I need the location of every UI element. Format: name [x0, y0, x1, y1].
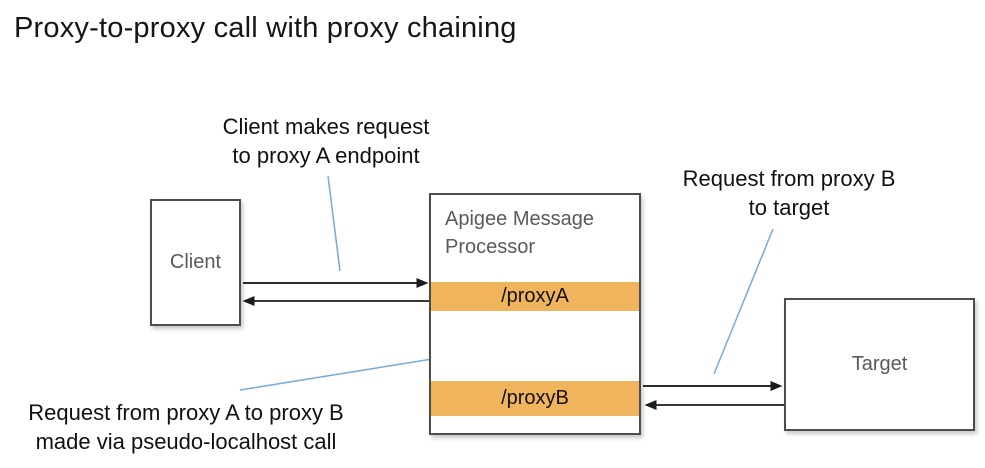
annotation-target-request-line2: to target	[748, 195, 830, 220]
proxy-b-endpoint-bar: /proxyB	[431, 381, 639, 416]
proxy-a-endpoint-bar: /proxyA	[431, 282, 639, 311]
target-node-label: Target	[851, 353, 908, 375]
annotation-chain-request: Request from proxy A to proxy B made via…	[10, 398, 362, 456]
leader-client-annotation	[327, 175, 341, 272]
annotation-client-request-line1: Client makes request	[222, 114, 430, 139]
annotation-chain-request-line2: made via pseudo-localhost call	[35, 429, 337, 454]
proxy-a-endpoint-label: /proxyA	[501, 285, 569, 307]
annotation-chain-request-line1: Request from proxy A to proxy B	[28, 400, 344, 425]
target-node: Target	[784, 298, 975, 431]
client-node-label: Client	[169, 251, 222, 273]
annotation-target-request-line1: Request from proxy B	[682, 166, 896, 191]
message-processor-label: Apigee Message Processor	[445, 208, 594, 258]
diagram-title: Proxy-to-proxy call with proxy chaining	[14, 12, 517, 44]
annotation-client-request: Client makes request to proxy A endpoint	[176, 112, 476, 170]
annotation-target-request: Request from proxy B to target	[639, 164, 939, 222]
annotation-client-request-line2: to proxy A endpoint	[232, 143, 420, 168]
message-processor-node: Apigee Message Processor /proxyA /proxyB	[429, 193, 641, 435]
proxy-b-endpoint-label: /proxyB	[501, 387, 569, 409]
leader-target-annotation	[713, 228, 774, 375]
client-node: Client	[150, 199, 241, 326]
